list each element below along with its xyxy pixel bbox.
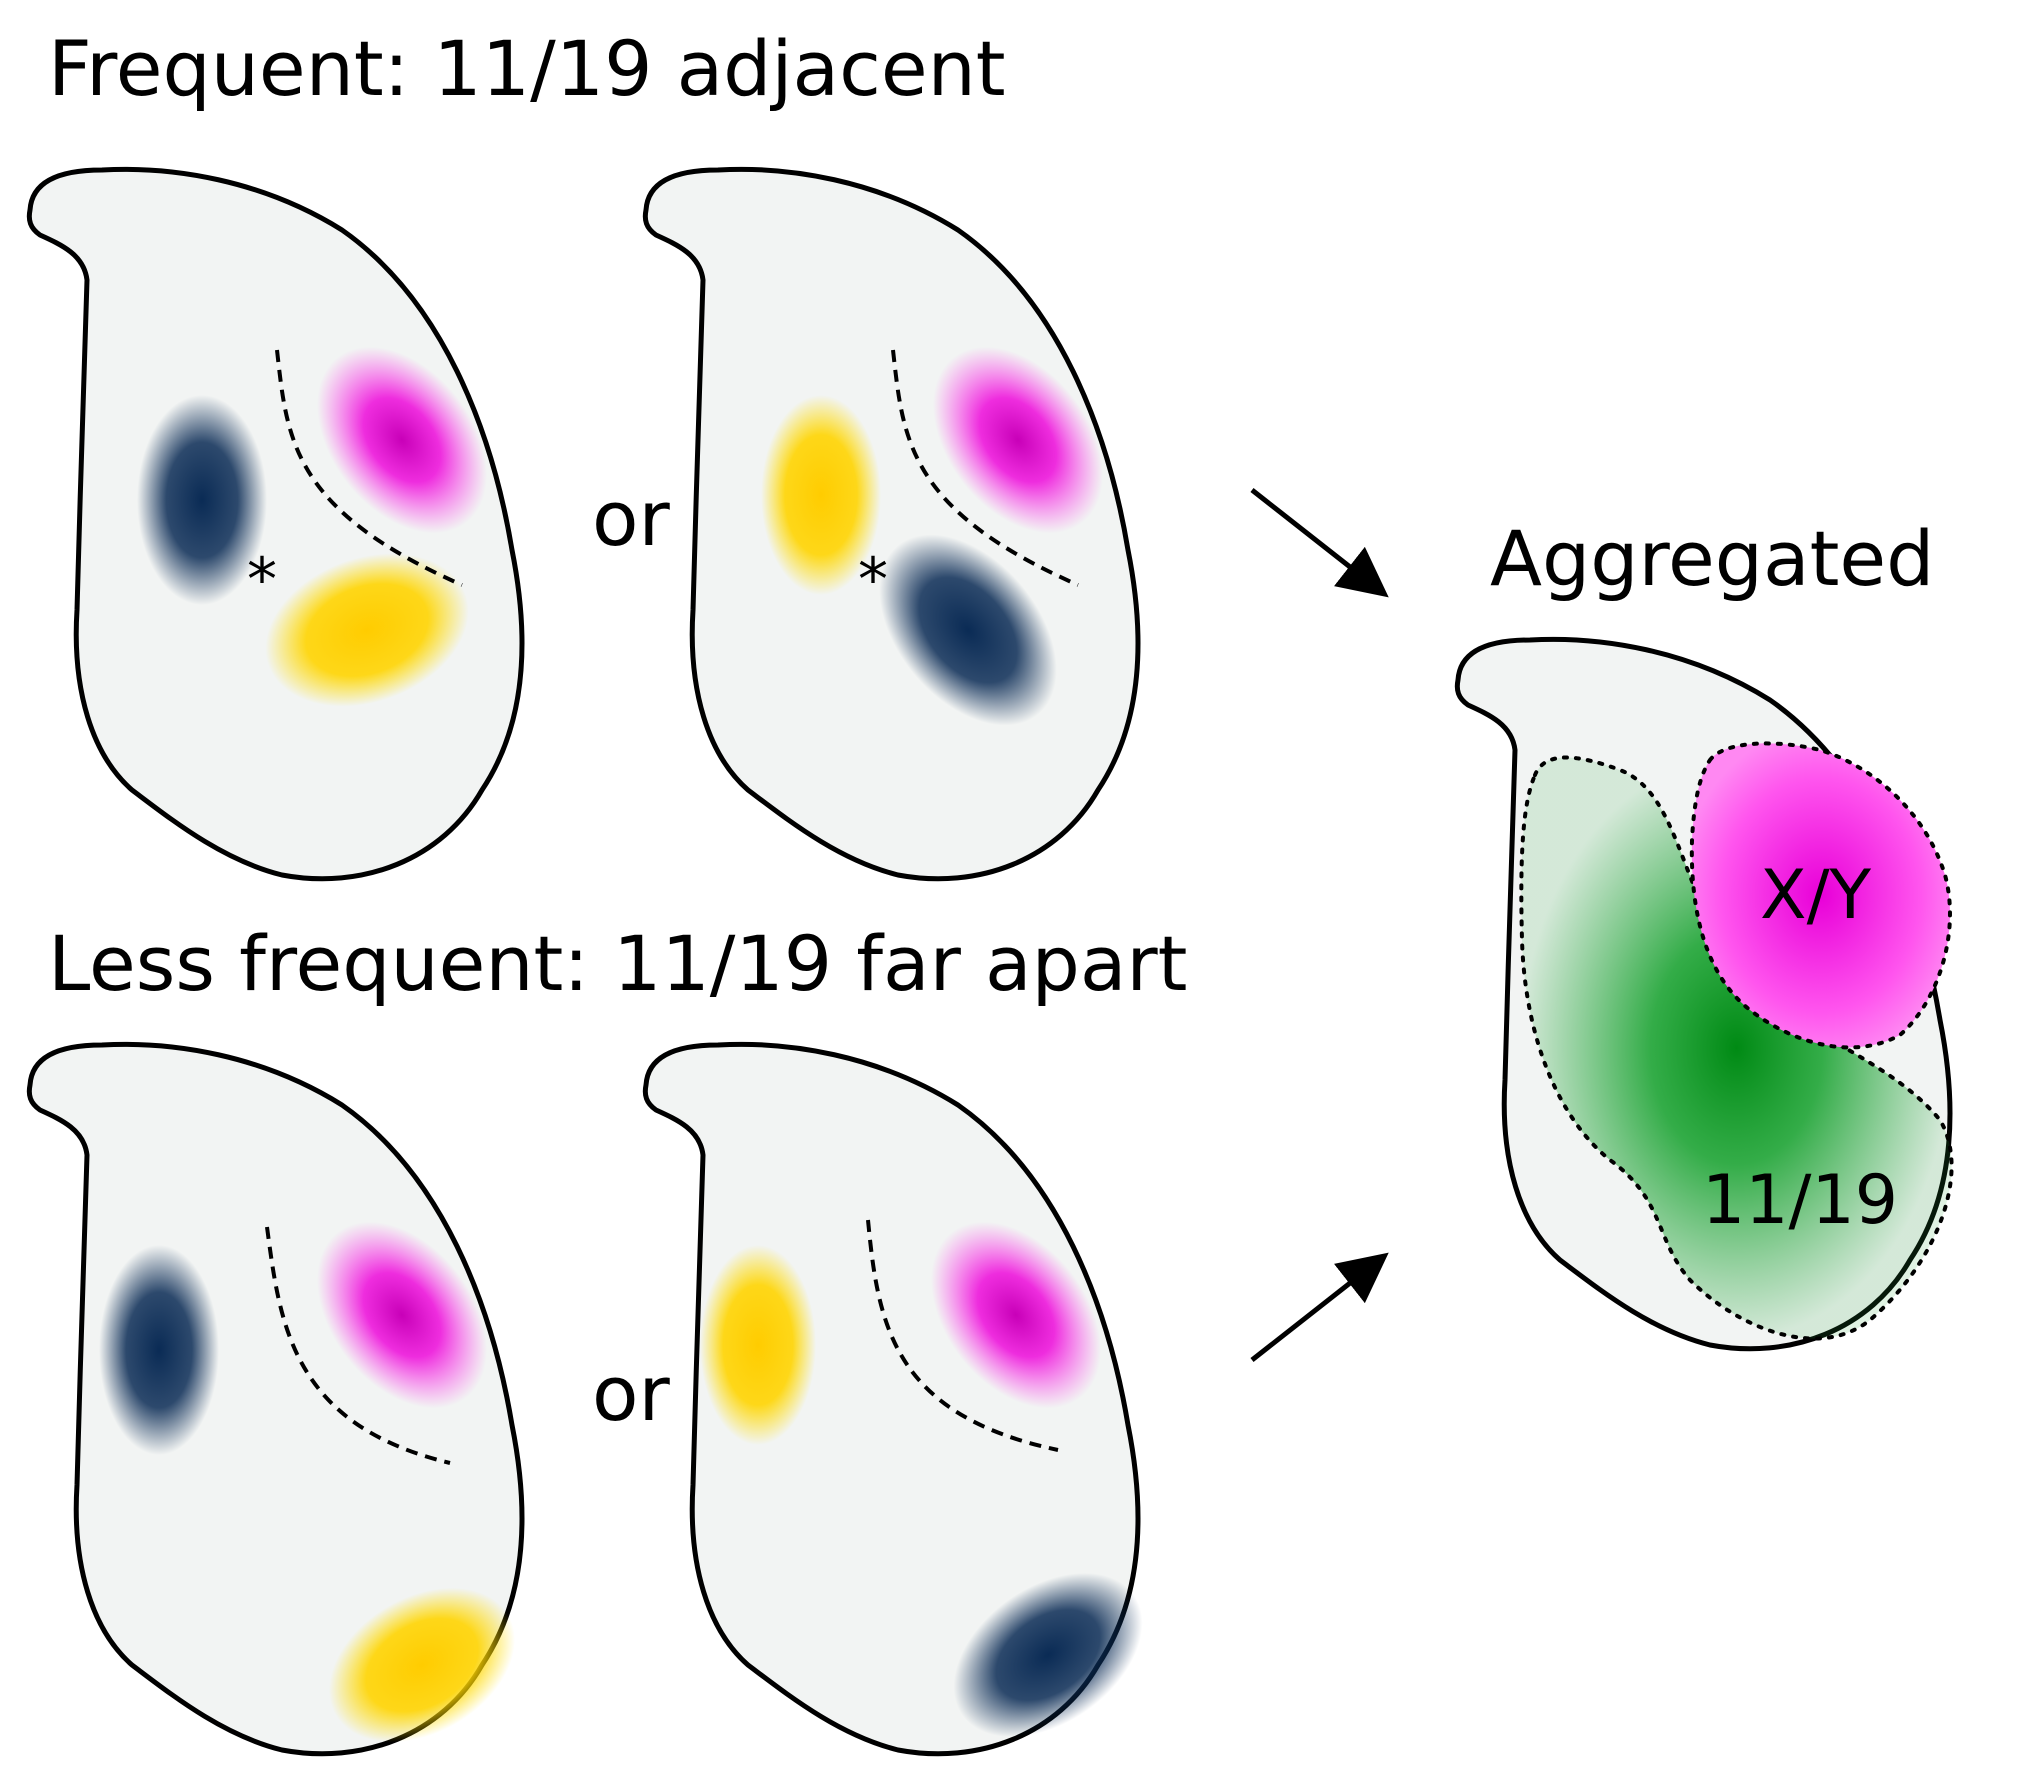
cell-bottom-right [645,1044,1143,1771]
boundary-dashed-line [891,349,1079,587]
boundary-dashed-line [866,1219,1059,1452]
magenta-blob [317,346,487,534]
yellow-blob [265,553,469,707]
xy-label: X/Y [1760,856,1871,935]
or-label-top: or [592,474,670,563]
cell-bottom-left [29,1044,542,1774]
cell-top-left: * [29,169,522,878]
asterisk-marker: * [858,545,888,615]
yellow-blob [761,395,881,595]
boundary-dashed-line [265,1226,451,1465]
cell-top-right: * [645,169,1138,878]
yellow-blob [328,1587,516,1743]
arrow-top [1250,488,1389,598]
asterisk-marker: * [247,545,277,615]
arrow-bottom [1250,1252,1389,1362]
region-xy [1689,741,1952,1050]
navy-blob [879,534,1057,726]
aggregated-heading: Aggregated [1490,514,1934,603]
magenta-blob [931,1221,1101,1409]
navy-blob [99,1245,219,1455]
magenta-blob [317,1221,487,1409]
less-frequent-heading: Less frequent: 11/19 far apart [48,919,1187,1008]
magenta-blob [933,346,1103,534]
boundary-dashed-line [275,349,463,587]
frequent-heading: Frequent: 11/19 adjacent [48,24,1006,113]
navy-blob [953,1572,1143,1738]
cell-aggregated: X/Y 11/19 [1457,639,1954,1348]
yellow-blob [700,1245,816,1445]
or-label-bottom: or [592,1349,670,1438]
region-11-19 [1519,755,1954,1341]
navy-blob [137,395,267,605]
region-11-19-label: 11/19 [1702,1161,1898,1240]
